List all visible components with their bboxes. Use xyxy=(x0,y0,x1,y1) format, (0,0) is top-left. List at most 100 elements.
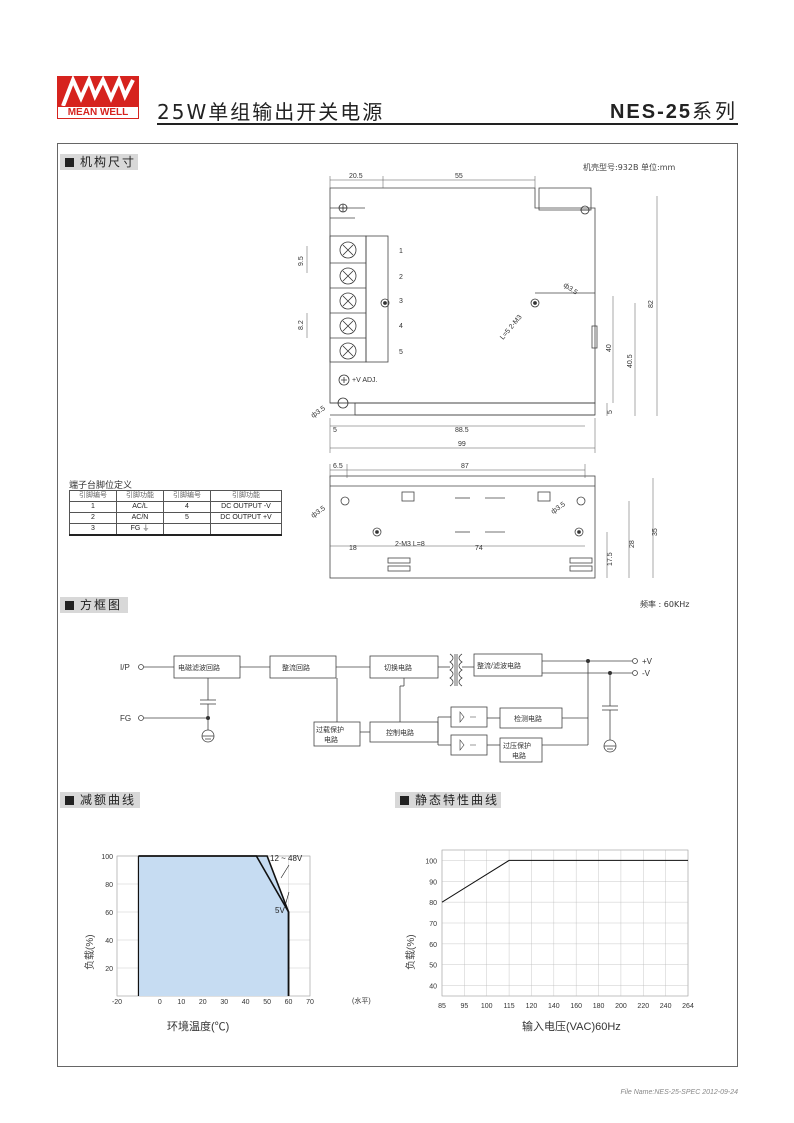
dim-8-2: 8.2 xyxy=(298,320,305,330)
side-screw-label: 2-M3 L=8 xyxy=(395,541,425,548)
section-static-label: 静态特性曲线 xyxy=(415,793,500,807)
side-hole-label-left: ф3.5 xyxy=(310,505,327,520)
y-tick-label: 80 xyxy=(429,900,437,907)
terminal-5: 5 xyxy=(399,349,403,356)
rectifier-block: 整流回路 xyxy=(282,663,310,672)
y-tick-label: 100 xyxy=(101,854,113,861)
screw-label: L=5 2-M3 xyxy=(499,314,524,341)
pin-header: 引脚编号 xyxy=(69,490,117,502)
y-tick-label: 50 xyxy=(429,963,437,970)
spec-frame xyxy=(57,143,738,1067)
terminal-screws xyxy=(337,203,590,409)
detect-block: 检测电路 xyxy=(514,714,542,723)
x-tick-label: 0 xyxy=(158,999,162,1006)
vadj-label: +V ADJ. xyxy=(352,377,378,384)
label-leader xyxy=(284,891,290,907)
table-cell: 3 xyxy=(69,523,117,536)
top-view-dimension-lines xyxy=(306,176,658,453)
section-derating-label: 减额曲线 xyxy=(80,793,137,807)
logo-text: MEAN WELL xyxy=(57,106,139,119)
square-bullet-icon xyxy=(65,158,74,167)
table-cell: FG ⏚ xyxy=(116,523,164,536)
section-derating: 减额曲线 xyxy=(60,792,140,808)
model-name: NES-25 xyxy=(609,101,692,123)
table-cell xyxy=(210,523,282,536)
derating-xlabel: 环境温度(℃) xyxy=(167,1019,229,1033)
ovp-block: 过载保护 xyxy=(316,725,344,734)
mw-logo-mark xyxy=(61,76,135,107)
x-tick-label: 120 xyxy=(526,1003,538,1010)
table-cell: AC/N xyxy=(116,512,164,524)
section-mechanical: 机构尺寸 xyxy=(60,154,138,170)
terminal-3: 3 xyxy=(399,298,403,305)
dim-74: 74 xyxy=(475,545,483,552)
dim-6-5: 6.5 xyxy=(333,463,343,470)
y-tick-label: 80 xyxy=(105,882,113,889)
dim-87: 87 xyxy=(461,463,469,470)
header-rule xyxy=(157,123,738,125)
dim-82: 82 xyxy=(648,300,655,308)
x-tick-label: 160 xyxy=(570,1003,582,1010)
input-label: I/P xyxy=(120,663,130,672)
terminal-4: 4 xyxy=(399,323,403,330)
terminal-2: 2 xyxy=(399,274,403,281)
dim-99: 99 xyxy=(458,441,466,448)
dim-5-right: 5 xyxy=(607,410,614,414)
page-title: 25W单组输出开关电源 xyxy=(157,100,385,124)
table-cell: 1 xyxy=(69,501,117,513)
x-tick-label: -20 xyxy=(112,999,122,1006)
square-bullet-icon xyxy=(65,796,74,805)
fg-label: FG xyxy=(120,714,131,723)
pin-header: 引脚功能 xyxy=(210,490,282,502)
y-tick-label: 40 xyxy=(429,984,437,991)
series-line-5v xyxy=(138,855,290,996)
pin-header: 引脚功能 xyxy=(116,490,164,502)
side-view-dimension-lines xyxy=(329,464,654,578)
x-tick-label: 85 xyxy=(438,1003,446,1010)
static-xlabel: 输入电压(VAC)60Hz xyxy=(522,1019,621,1033)
y-tick-label: 60 xyxy=(429,942,437,949)
table-row: 3 FG ⏚ xyxy=(69,523,282,536)
mean-well-logo: MEAN WELL xyxy=(57,76,139,119)
hole-label-bottom-left: ф3.5 xyxy=(310,405,327,420)
dim-18: 18 xyxy=(349,545,357,552)
static-ylabel: 负载(%) xyxy=(404,934,417,970)
frequency-label: 频率 : 60KHz xyxy=(640,600,690,609)
x-tick-label: 95 xyxy=(460,1003,468,1010)
x-tick-label: 264 xyxy=(682,1003,694,1010)
drawing-labels: 20.5 55 9.5 8.2 1 2 3 4 5 +V ADJ. ф3.5 L… xyxy=(298,173,659,566)
static-series-line xyxy=(441,859,688,903)
x-tick-label: 100 xyxy=(481,1003,493,1010)
y-tick-label: 60 xyxy=(105,910,113,917)
side-hole-label-right: ф3.5 xyxy=(550,501,567,516)
table-row: 1 AC/L 4 DC OUTPUT -V xyxy=(69,501,282,513)
hole-label-top-right: ф3.5 xyxy=(562,282,579,297)
x-tick-label: 10 xyxy=(177,999,185,1006)
x-unit-label: (水平) xyxy=(352,996,371,1005)
table-cell: AC/L xyxy=(116,501,164,513)
derating-area xyxy=(138,856,289,996)
table-cell: DC OUTPUT +V xyxy=(210,512,282,524)
x-tick-label: 20 xyxy=(199,999,207,1006)
model-suffix: 系列 xyxy=(692,99,738,123)
series-label-5v: 5V xyxy=(275,906,285,915)
square-bullet-icon xyxy=(400,796,409,805)
x-tick-label: 180 xyxy=(593,1003,605,1010)
x-tick-label: 40 xyxy=(242,999,250,1006)
chart-marks xyxy=(441,859,688,903)
chart-grid xyxy=(441,849,689,997)
table-cell xyxy=(163,523,211,536)
table-cell: 5 xyxy=(163,512,211,524)
label-leader xyxy=(280,864,290,879)
y-tick-label: 100 xyxy=(425,858,437,865)
ovp-block-line2: 电路 xyxy=(324,735,338,744)
x-tick-label: 70 xyxy=(306,999,314,1006)
table-cell: DC OUTPUT -V xyxy=(210,501,282,513)
dim-40: 40 xyxy=(606,344,613,352)
y-tick-label: 70 xyxy=(429,921,437,928)
series-label-12-48v: 12 ~ 48V xyxy=(270,854,303,863)
vminus-label: -V xyxy=(642,669,651,678)
block-diagram: I/P FG 电磁滤波回路 整流回路 切换电路 整流/滤波电路 过载保护 电路 … xyxy=(120,653,653,763)
